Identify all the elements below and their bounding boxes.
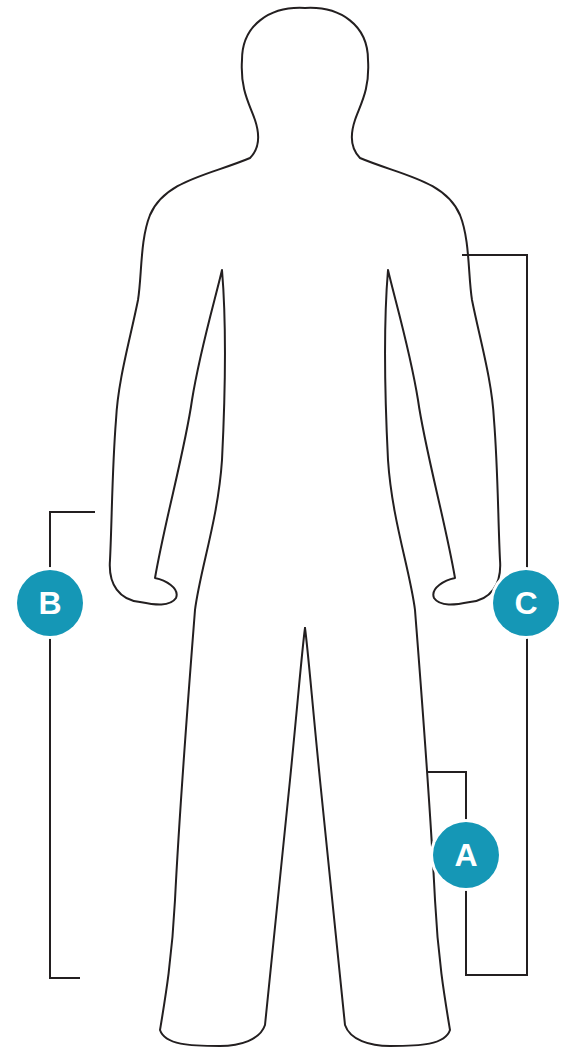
callout-letter: C [514,587,537,619]
callout-circle: B [17,570,83,636]
silhouette-left-half [110,8,305,1046]
callout-letter: B [38,587,61,619]
callout-circle: C [493,570,559,636]
silhouette-right-half [305,8,500,1046]
callout-circle: A [433,822,499,888]
measure-brackets [50,255,527,978]
body-silhouette [110,8,500,1046]
callout-letter: A [454,839,477,871]
